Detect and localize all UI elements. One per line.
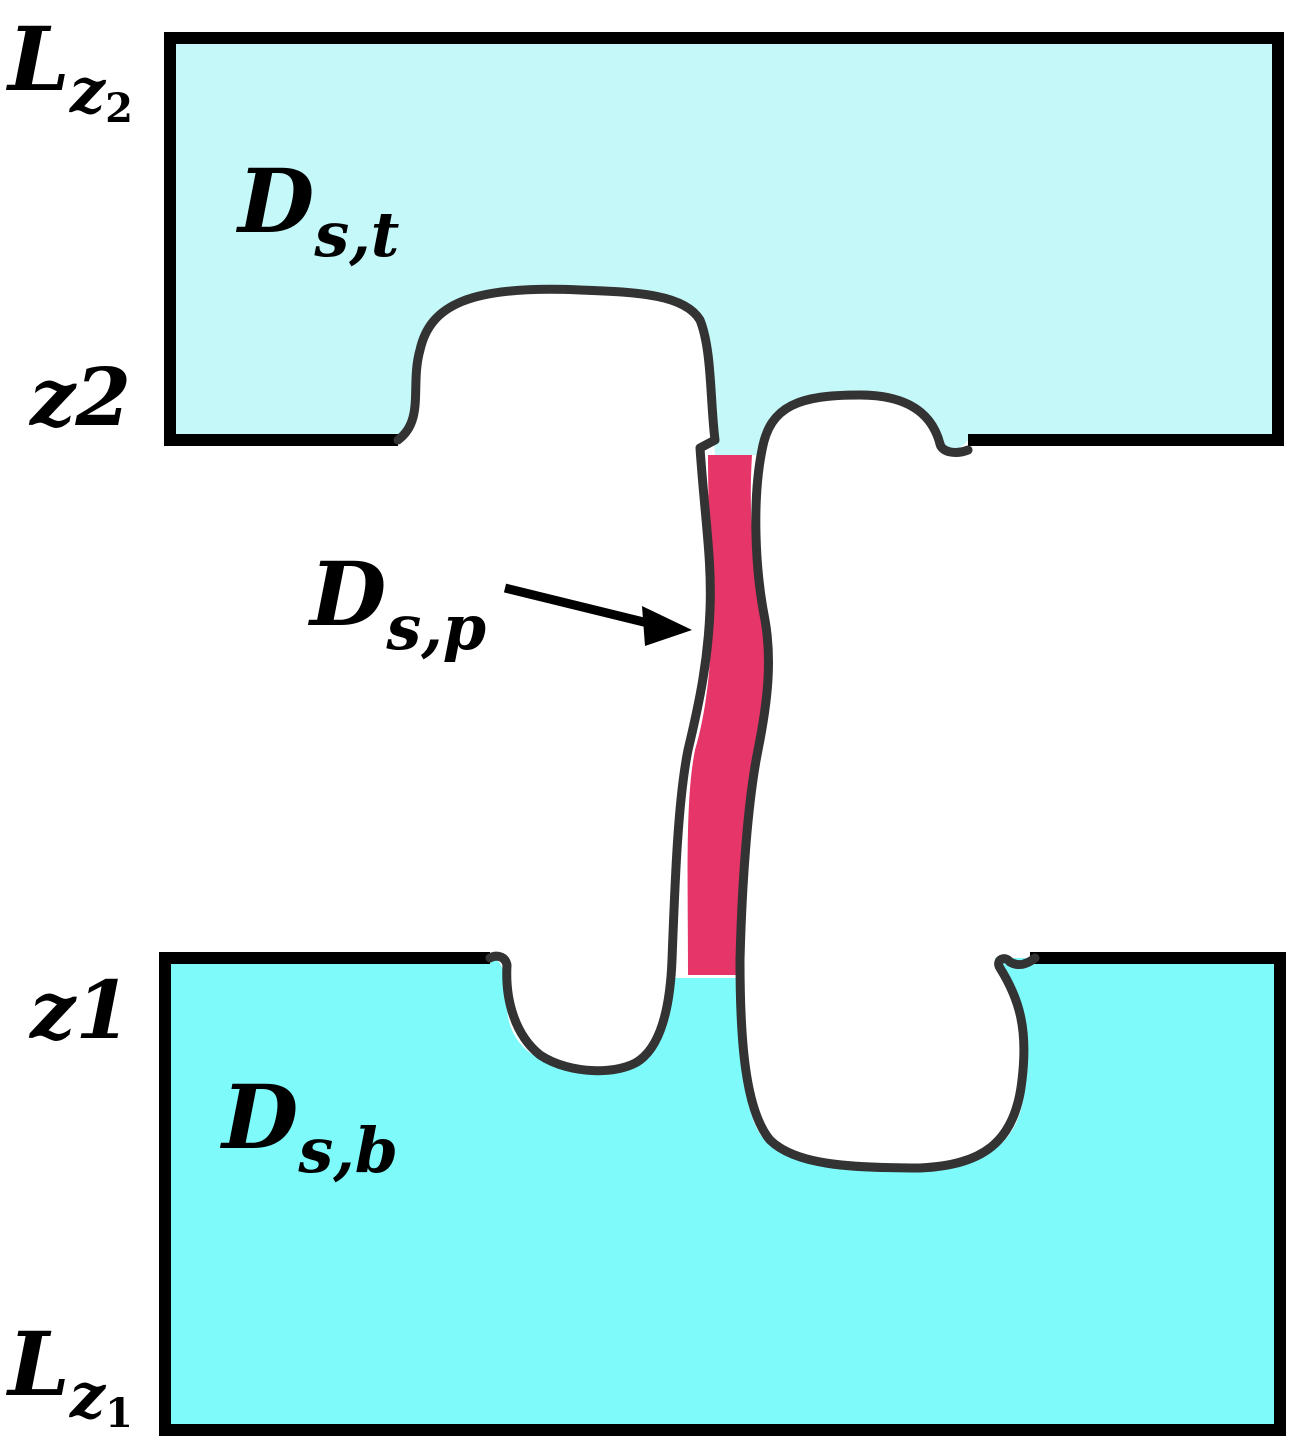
label-ds-p: Ds,p <box>307 542 486 664</box>
label-lz1: Lz1 <box>5 1312 133 1437</box>
pore-right-wall <box>740 395 1035 1168</box>
label-z1: z1 <box>28 963 131 1057</box>
bottom-region <box>165 958 1280 1430</box>
label-z2: z2 <box>28 350 131 444</box>
pore-arrow-head <box>642 606 692 646</box>
pore-arrow-shaft <box>505 588 660 626</box>
label-lz2: Lz2 <box>5 7 133 132</box>
